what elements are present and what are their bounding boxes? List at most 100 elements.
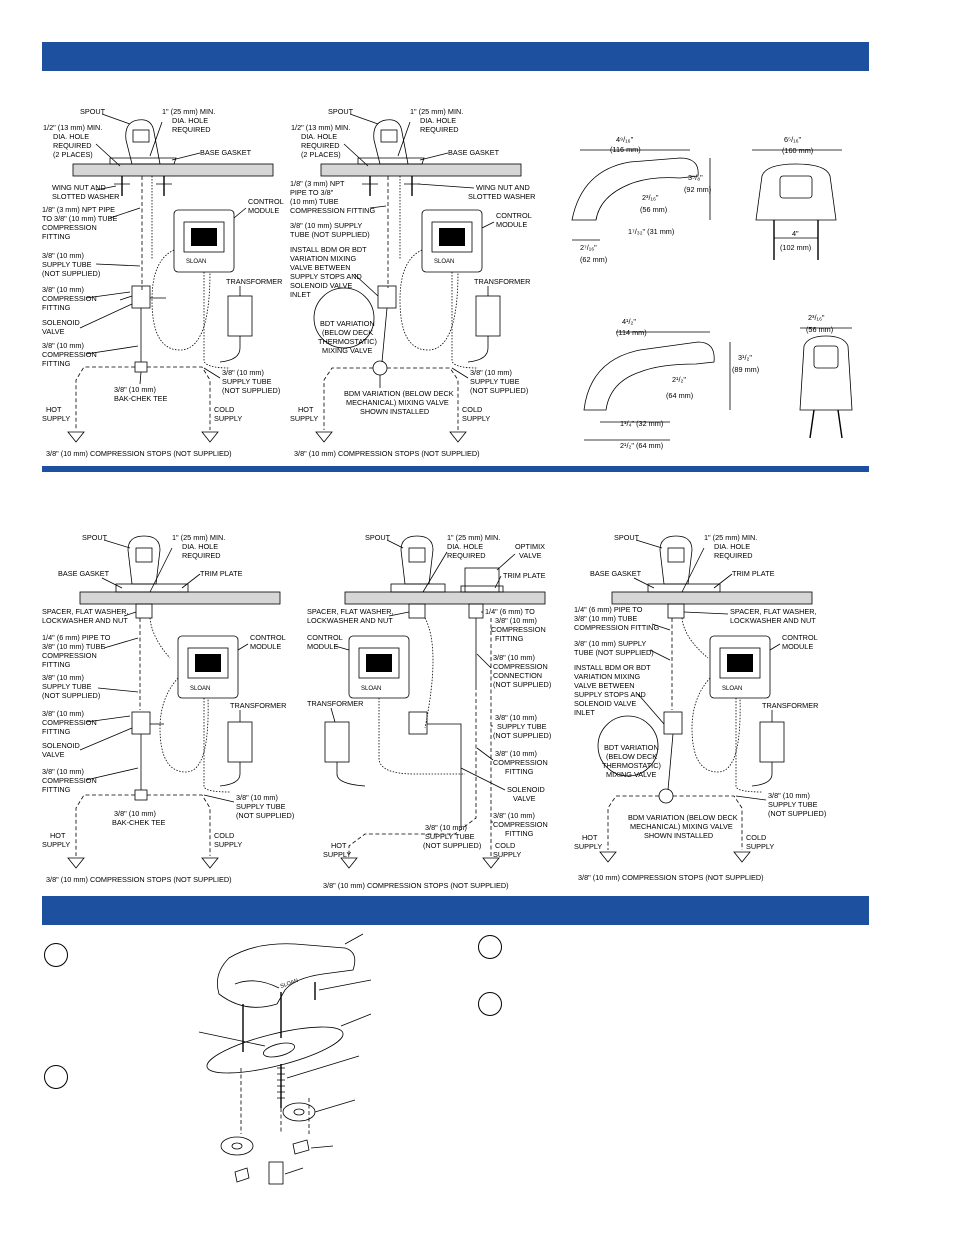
svg-text:SOLENOID: SOLENOID xyxy=(42,741,80,750)
svg-text:1/4" (6 mm) PIPE TO: 1/4" (6 mm) PIPE TO xyxy=(42,633,111,642)
svg-text:SHOWN INSTALLED: SHOWN INSTALLED xyxy=(360,407,429,416)
svg-text:3/8" (10 mm) TUBE: 3/8" (10 mm) TUBE xyxy=(574,614,637,623)
svg-text:PIPE TO 3/8": PIPE TO 3/8" xyxy=(290,188,334,197)
svg-text:TRANSFORMER: TRANSFORMER xyxy=(307,699,363,708)
svg-text:2³/₁₆": 2³/₁₆" xyxy=(642,193,659,202)
svg-text:FITTING: FITTING xyxy=(42,727,71,736)
svg-text:BASE GASKET: BASE GASKET xyxy=(58,569,110,578)
svg-text:BAK-CHEK TEE: BAK-CHEK TEE xyxy=(114,394,168,403)
svg-text:COMPRESSION: COMPRESSION xyxy=(42,350,97,359)
label-stops: 3/8" (10 mm) COMPRESSION STOPS (NOT SUPP… xyxy=(46,449,232,458)
dim-spout-length: 4⁹/₁₆" xyxy=(616,135,634,144)
section-divider-1 xyxy=(42,466,869,472)
svg-text:3⁵/₈": 3⁵/₈" xyxy=(688,173,703,182)
svg-text:COLD: COLD xyxy=(462,405,482,414)
label-bdm-variation: BDM VARIATION (BELOW DECK xyxy=(344,389,454,398)
step-circle-4 xyxy=(478,992,502,1016)
label-supply-tube-2: 3/8" (10 mm) xyxy=(222,368,264,377)
svg-text:COMPRESSION: COMPRESSION xyxy=(493,758,548,767)
svg-text:SLOTTED WASHER: SLOTTED WASHER xyxy=(468,192,535,201)
svg-text:VARIATION MIXING: VARIATION MIXING xyxy=(290,254,357,263)
svg-text:SUPPLY TUBE: SUPPLY TUBE xyxy=(42,682,92,691)
step-circle-1 xyxy=(44,943,68,967)
svg-text:(10 mm) TUBE: (10 mm) TUBE xyxy=(290,197,339,206)
svg-text:1/2" (13 mm) MIN.: 1/2" (13 mm) MIN. xyxy=(291,123,350,132)
label-base-gasket: BASE GASKET xyxy=(200,148,252,157)
svg-text:3/8" (10 mm): 3/8" (10 mm) xyxy=(493,653,535,662)
svg-text:1" (25 mm) MIN.: 1" (25 mm) MIN. xyxy=(410,107,463,116)
svg-text:MIXING VALVE: MIXING VALVE xyxy=(606,770,657,779)
svg-text:TUBE (NOT SUPPLIED): TUBE (NOT SUPPLIED) xyxy=(574,648,654,657)
svg-text:TRANSFORMER: TRANSFORMER xyxy=(474,277,530,286)
wing-nut-1 xyxy=(292,1139,310,1155)
svg-text:3/8" (10 mm) TUBE: 3/8" (10 mm) TUBE xyxy=(42,642,105,651)
label-hole-1: 1" (25 mm) MIN. xyxy=(162,107,215,116)
svg-text:2¹/₂" (64 mm): 2¹/₂" (64 mm) xyxy=(620,441,663,450)
svg-text:SPOUT: SPOUT xyxy=(82,533,108,542)
label-trim-plate: TRIM PLATE xyxy=(200,569,243,578)
svg-text:(114 mm): (114 mm) xyxy=(616,328,647,337)
svg-text:SUPPLY: SUPPLY xyxy=(746,842,774,851)
svg-text:DIA. HOLE: DIA. HOLE xyxy=(172,116,208,125)
svg-text:SUPPLY: SUPPLY xyxy=(42,414,70,423)
step-circle-3 xyxy=(478,935,502,959)
svg-text:3/8" (10 mm) COMPRESSION STOPS: 3/8" (10 mm) COMPRESSION STOPS (NOT SUPP… xyxy=(46,875,232,884)
svg-text:(NOT SUPPLIED): (NOT SUPPLIED) xyxy=(423,841,481,850)
svg-text:SUPPLY TUBE: SUPPLY TUBE xyxy=(425,832,475,841)
svg-text:MECHANICAL) MIXING VALVE: MECHANICAL) MIXING VALVE xyxy=(630,822,733,831)
svg-text:BASE GASKET: BASE GASKET xyxy=(590,569,642,578)
label-transformer: TRANSFORMER xyxy=(226,277,282,286)
svg-text:SUPPLY TUBE: SUPPLY TUBE xyxy=(222,377,272,386)
svg-text:COMPRESSION: COMPRESSION xyxy=(493,820,548,829)
svg-text:VALVE BETWEEN: VALVE BETWEEN xyxy=(574,681,635,690)
svg-text:3/8" (10 mm): 3/8" (10 mm) xyxy=(495,713,537,722)
svg-text:FITTING: FITTING xyxy=(42,785,71,794)
svg-text:4": 4" xyxy=(792,229,799,238)
svg-text:4¹/₂": 4¹/₂" xyxy=(622,317,636,326)
dimension-drawings: 4⁹/₁₆" (116 mm) 3⁵/₈" (92 mm) 2³/₁₆" (56… xyxy=(571,135,853,450)
svg-text:SUPPLY: SUPPLY xyxy=(214,414,242,423)
svg-text:SUPPLY: SUPPLY xyxy=(323,850,351,859)
bdm-mixing-valve xyxy=(372,360,388,376)
label-optimix: OPTIMIX xyxy=(515,542,545,551)
svg-text:COLD: COLD xyxy=(495,841,515,850)
svg-text:REQUIRED: REQUIRED xyxy=(172,125,211,134)
svg-text:1⁷/₃₂" (31 mm): 1⁷/₃₂" (31 mm) xyxy=(628,227,674,236)
svg-text:3¹/₂": 3¹/₂" xyxy=(738,353,752,362)
svg-text:DIA. HOLE: DIA. HOLE xyxy=(714,542,750,551)
svg-text:(BELOW DECK: (BELOW DECK xyxy=(606,752,657,761)
coupling-nut xyxy=(268,1161,284,1185)
svg-text:REQUIRED: REQUIRED xyxy=(447,551,486,560)
svg-text:1" (25 mm) MIN.: 1" (25 mm) MIN. xyxy=(447,533,500,542)
svg-text:COMPRESSION: COMPRESSION xyxy=(42,223,97,232)
label-bak-chek: 3/8" (10 mm) xyxy=(114,385,156,394)
svg-text:COMPRESSION: COMPRESSION xyxy=(42,294,97,303)
svg-text:SUPPLY: SUPPLY xyxy=(493,850,521,859)
svg-text:2³/₁₆": 2³/₁₆" xyxy=(808,313,825,322)
svg-text:REQUIRED: REQUIRED xyxy=(420,125,459,134)
svg-text:SLOAN: SLOAN xyxy=(361,686,381,692)
svg-text:REQUIRED: REQUIRED xyxy=(53,141,92,150)
svg-text:REQUIRED: REQUIRED xyxy=(714,551,753,560)
svg-text:THERMOSTATIC): THERMOSTATIC) xyxy=(318,337,377,346)
svg-text:3/8" (10 mm): 3/8" (10 mm) xyxy=(236,793,278,802)
svg-text:FITTING: FITTING xyxy=(495,634,524,643)
svg-text:BDM VARIATION (BELOW DECK: BDM VARIATION (BELOW DECK xyxy=(628,813,738,822)
svg-text:(NOT SUPPLIED): (NOT SUPPLIED) xyxy=(493,680,551,689)
svg-text:3/8" (10 mm): 3/8" (10 mm) xyxy=(425,823,467,832)
svg-text:FITTING: FITTING xyxy=(505,829,534,838)
svg-text:COMPRESSION: COMPRESSION xyxy=(42,718,97,727)
svg-text:1¹/₄" (32 mm): 1¹/₄" (32 mm) xyxy=(620,419,663,428)
svg-text:SPACER, FLAT WASHER,: SPACER, FLAT WASHER, xyxy=(730,607,817,616)
svg-text:1/4" (6 mm) PIPE TO: 1/4" (6 mm) PIPE TO xyxy=(574,605,643,614)
svg-text:SUPPLY TUBE: SUPPLY TUBE xyxy=(42,260,92,269)
installation-diagram-optimix: SLOAN SPOUT 1" (25 mm) MIN. DIA. HOLE RE… xyxy=(307,533,551,890)
svg-text:3/8" (10 mm) COMPRESSION STOPS: 3/8" (10 mm) COMPRESSION STOPS (NOT SUPP… xyxy=(294,449,480,458)
svg-text:SLOAN: SLOAN xyxy=(434,259,454,265)
svg-text:SUPPLY TUBE: SUPPLY TUBE xyxy=(236,802,286,811)
svg-text:3/8" (10 mm) COMPRESSION STOPS: 3/8" (10 mm) COMPRESSION STOPS (NOT SUPP… xyxy=(323,881,509,890)
transformer-box xyxy=(227,295,253,337)
svg-text:HOT: HOT xyxy=(582,833,598,842)
svg-text:COMPRESSION FITTING: COMPRESSION FITTING xyxy=(290,206,375,215)
svg-text:MECHANICAL) MIXING VALVE: MECHANICAL) MIXING VALVE xyxy=(346,398,449,407)
